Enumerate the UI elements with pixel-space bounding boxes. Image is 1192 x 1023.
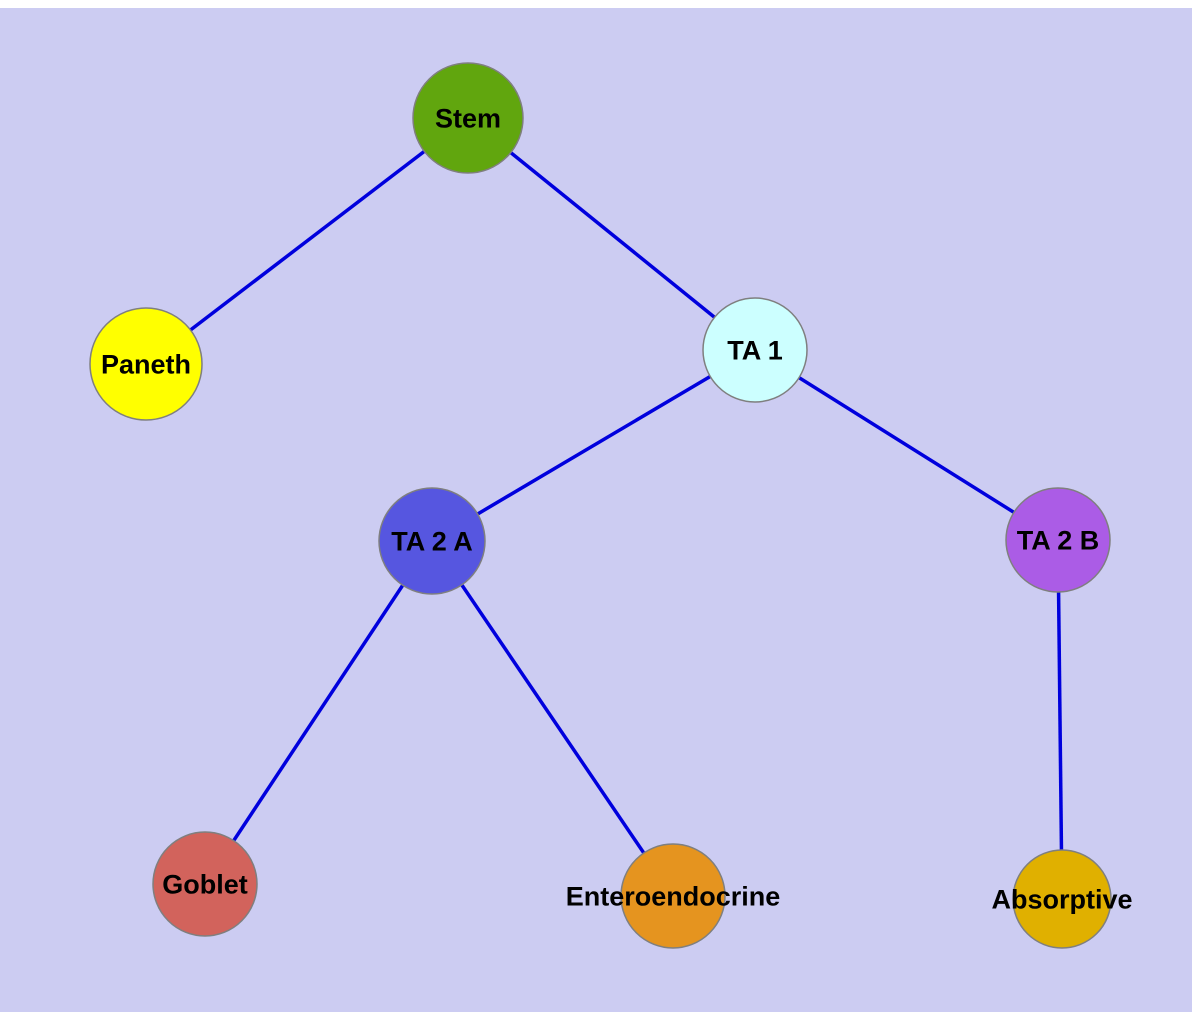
- node-goblet-circle: [152, 831, 258, 937]
- edge-ta2a-entero: [430, 540, 675, 897]
- node-paneth-circle: [89, 307, 203, 421]
- node-ta2b-circle: [1005, 487, 1111, 593]
- node-stem-circle: [412, 62, 524, 174]
- node-ta1-circle: [702, 297, 808, 403]
- edge-ta1-ta2a: [431, 348, 756, 543]
- nodes-layer: [89, 62, 1112, 949]
- edge-stem-paneth: [144, 116, 470, 366]
- edge-stem-ta1: [466, 116, 757, 352]
- node-entero-circle: [620, 843, 726, 949]
- edges-layer: [144, 116, 1064, 900]
- edge-ta2a-goblet: [203, 540, 434, 885]
- node-absorptive-circle: [1012, 849, 1112, 949]
- edge-ta2b-absorptive: [1056, 539, 1064, 900]
- edge-ta1-ta2b: [754, 348, 1059, 542]
- node-ta2a-circle: [378, 487, 486, 595]
